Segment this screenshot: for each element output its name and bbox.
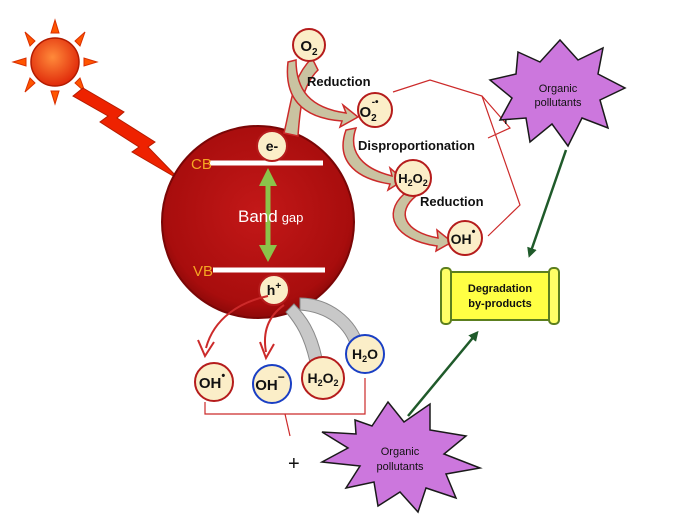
organic-pollutants-top: Organic pollutants — [488, 38, 627, 148]
h2o2-top-label: H2O2 — [398, 171, 428, 188]
product-line1: Degradation — [468, 283, 532, 295]
oxidation-branch: OH• OH− H2O2 H2O + — [194, 295, 385, 475]
h2o2-bottom-label: H2O2 — [307, 370, 338, 388]
reduction-chain: O2 Reduction O2-• Disproportionation H2O… — [283, 28, 521, 256]
hydroxide-circle — [252, 364, 292, 404]
hole-circle — [258, 274, 290, 306]
oh-radical-top-circle — [447, 220, 483, 256]
scroll-roll-left — [440, 267, 452, 325]
band-gap-arrow — [259, 168, 277, 262]
pollutant-top-line1: Organic — [539, 83, 578, 95]
lightning-bolt-icon — [72, 87, 181, 181]
green-arrow-bottom — [407, 330, 479, 417]
red-arrow-to-hydroxide — [259, 304, 285, 361]
h2o2-top-circle — [394, 159, 432, 197]
top-bracket-branch — [481, 95, 511, 139]
electron-circle — [256, 130, 288, 162]
scroll-body — [446, 271, 554, 321]
curved-arrow-o2-to-superoxide — [286, 59, 360, 129]
reduction-step-1: Reduction — [307, 74, 371, 89]
h2o-circle — [345, 334, 385, 374]
electron-label: e- — [266, 138, 279, 154]
oh-radical-top-label: OH• — [451, 226, 476, 247]
pollutant-top-line2: pollutants — [534, 97, 582, 109]
o2-circle — [292, 28, 326, 62]
oh-radical-bottom-circle — [194, 362, 234, 402]
hydroxide-label: OH− — [255, 370, 285, 394]
oh-radical-bottom-label: OH• — [199, 370, 226, 392]
reduction-step-2: Reduction — [420, 194, 484, 209]
disproportionation-step: Disproportionation — [358, 138, 475, 153]
h2o2-bottom-circle — [301, 356, 345, 400]
cb-label: CB — [191, 156, 212, 173]
sun-icon — [11, 18, 99, 106]
scroll-roll-right — [548, 267, 560, 325]
top-bracket — [392, 79, 521, 237]
plus-bottom: + — [288, 453, 300, 475]
hole-label: h+ — [267, 281, 282, 298]
product-line2: by-products — [468, 298, 532, 310]
o2-label: O2 — [300, 38, 318, 58]
red-arrow-to-oh-radical — [197, 295, 269, 359]
h2o-label: H2O — [352, 346, 378, 364]
pollutant-bottom-line1: Organic — [381, 446, 420, 458]
curved-arrow-h2o2-to-oh — [392, 193, 454, 253]
green-arrow-top — [527, 149, 568, 258]
sun-disc — [30, 37, 80, 87]
vb-label: VB — [193, 263, 213, 280]
superoxide-circle — [357, 92, 393, 128]
superoxide-label: O2-• — [359, 97, 379, 124]
degradation-products-scroll: Degradation by-products — [440, 267, 560, 325]
sun-rays — [11, 18, 99, 106]
organic-pollutants-bottom: Organic pollutants — [319, 400, 483, 514]
pollutant-burst-bottom — [319, 400, 483, 514]
pollutant-bottom-line2: pollutants — [376, 461, 424, 473]
pollutant-burst-top — [488, 38, 627, 148]
bottom-bracket-tail — [284, 413, 291, 437]
